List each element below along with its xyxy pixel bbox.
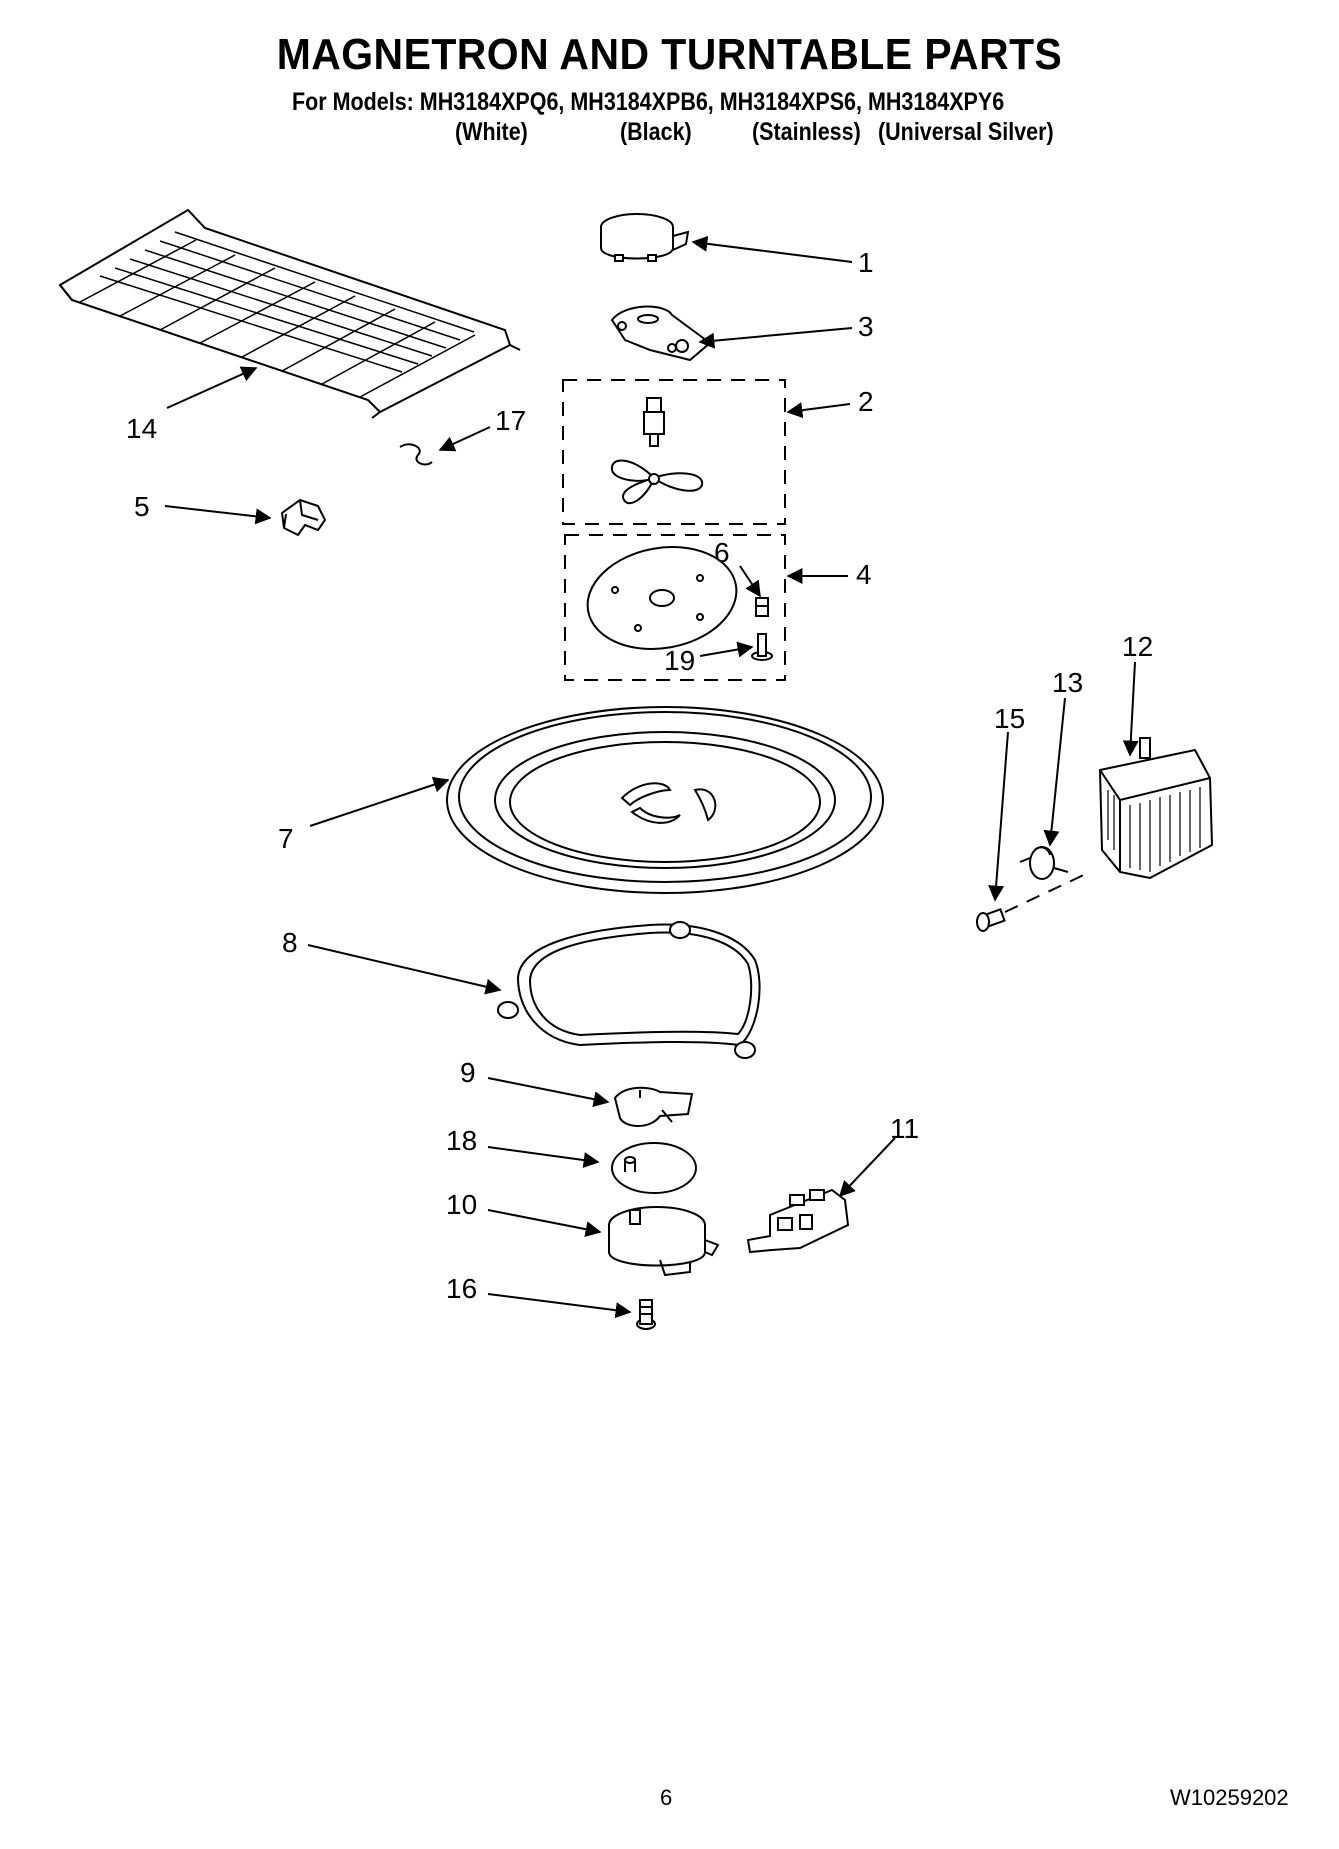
- callout-12: 12: [1122, 631, 1153, 662]
- leader-lines: [164, 235, 1139, 1319]
- callout-6: 6: [714, 537, 730, 568]
- screw-part-6: [755, 597, 769, 617]
- screw-part-15: [976, 908, 1006, 932]
- callout-9: 9: [460, 1057, 476, 1088]
- callout-10: 10: [446, 1189, 477, 1220]
- mounting-plate-part-3: [610, 305, 712, 362]
- variant-stainless: (Stainless): [752, 118, 861, 146]
- callout-17: 17: [495, 405, 526, 436]
- callout-3: 3: [858, 311, 874, 342]
- fan-motor-part-1: [600, 213, 690, 262]
- callout-13: 13: [1052, 667, 1083, 698]
- turntable-motor-part-10: [608, 1206, 720, 1277]
- coupler-part-9: [613, 1086, 694, 1127]
- thermal-cutout-part-13: [1019, 846, 1069, 880]
- page-number: 6: [660, 1785, 673, 1810]
- oven-rack-part-14: [58, 208, 521, 419]
- fan-assembly-box-part-2: [562, 379, 786, 525]
- document-number: W10259202: [1170, 1785, 1289, 1810]
- page-title: MAGNETRON AND TURNTABLE PARTS: [276, 30, 1063, 79]
- callout-16: 16: [446, 1273, 477, 1304]
- variant-universal-silver: (Universal Silver): [878, 118, 1054, 146]
- models-line: For Models: MH3184XPQ6, MH3184XPB6, MH31…: [292, 88, 1005, 116]
- callout-19: 19: [664, 645, 695, 676]
- callout-1: 1: [858, 247, 874, 278]
- washer-part-18: [611, 1142, 697, 1194]
- screw-alignment-line: [1004, 871, 1091, 913]
- variant-black: (Black): [620, 118, 692, 146]
- screw-part-16: [636, 1299, 656, 1330]
- callout-18: 18: [446, 1125, 477, 1156]
- callout-14: 14: [126, 413, 157, 444]
- shaft: [643, 397, 665, 447]
- bracket-part-5: [280, 498, 327, 537]
- magnetron-part-12: [1098, 737, 1214, 880]
- callout-8: 8: [282, 927, 298, 958]
- turntable-tray-part-7: [446, 706, 884, 894]
- roller-ring-part-8: [497, 921, 761, 1059]
- callout-2: 2: [858, 386, 874, 417]
- callout-7: 7: [278, 823, 294, 854]
- callout-4: 4: [856, 559, 872, 590]
- clip-part-17: [399, 443, 433, 466]
- variant-white: (White): [455, 118, 528, 146]
- fan-blade: [610, 459, 704, 505]
- switch-part-11: [746, 1188, 850, 1254]
- callout-5: 5: [134, 491, 150, 522]
- callout-15: 15: [994, 703, 1025, 734]
- screw-part-19: [751, 633, 773, 661]
- callout-11: 11: [890, 1113, 919, 1144]
- stirrer-plate: [586, 546, 738, 650]
- stirrer-assembly-box-part-4: [564, 534, 786, 681]
